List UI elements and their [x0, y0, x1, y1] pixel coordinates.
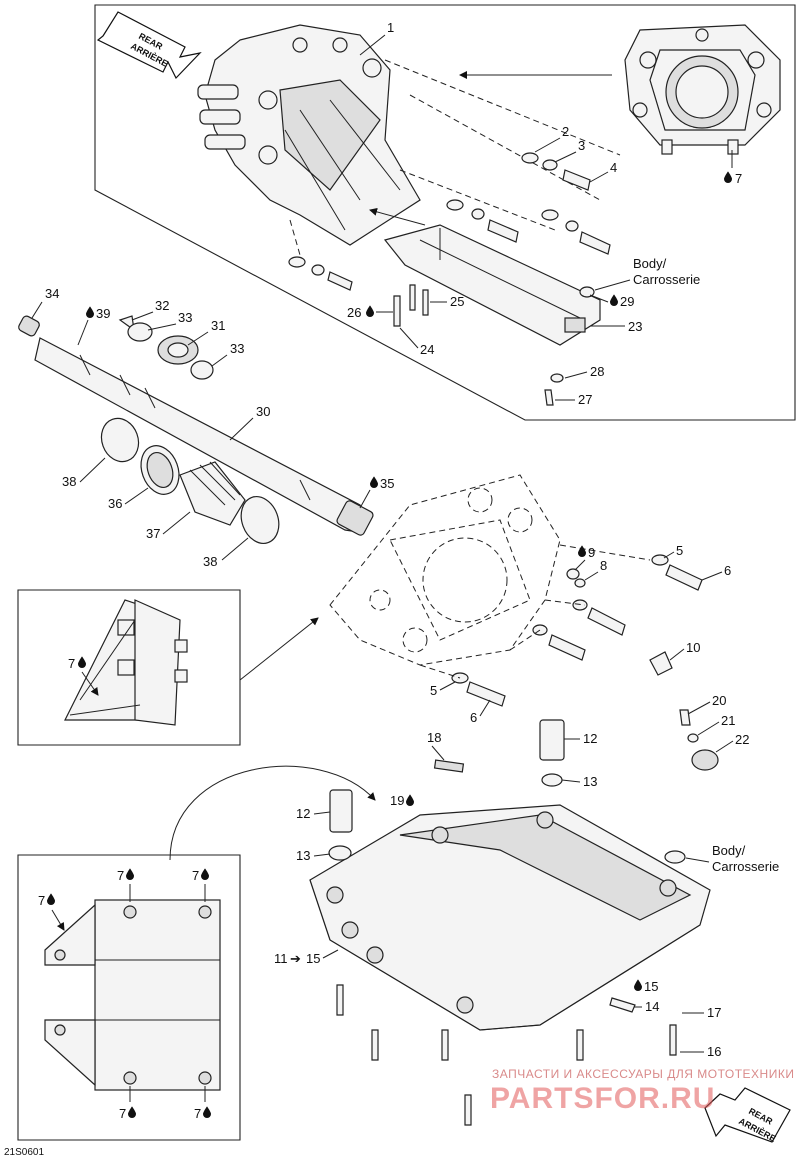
body-label-bottom: Body/: [712, 843, 746, 858]
callout-37: 37: [146, 526, 160, 541]
callout-29: 29: [620, 294, 634, 309]
callout-22: 22: [735, 732, 749, 747]
callout-2: 2: [562, 124, 569, 139]
callout-10: 10: [686, 640, 700, 655]
callout-17: 17: [707, 1005, 721, 1020]
callout-7-inset-b1: 7: [117, 868, 124, 883]
callout-1: 1: [387, 20, 394, 35]
carrosserie-label-bottom: Carrosserie: [712, 859, 779, 874]
hull-insert-phantom: [329, 474, 561, 666]
ride-plate: [309, 804, 711, 1031]
callout-11: 11: [274, 951, 288, 966]
callout-30: 30: [256, 404, 270, 419]
callout-36: 36: [108, 496, 122, 511]
callout-33-b: 33: [230, 341, 244, 356]
callout-32: 32: [155, 298, 169, 313]
callout-9: 9: [588, 545, 595, 560]
part-30-drive-shaft: [18, 315, 374, 536]
callout-13-b: 13: [296, 848, 310, 863]
inset-bottom-plate: [44, 899, 221, 1091]
ride-plate-holes: [326, 811, 677, 1014]
callout-16: 16: [707, 1044, 721, 1059]
callout-20: 20: [712, 693, 726, 708]
callout-19: 19: [390, 793, 404, 808]
inset-middle-housing: [64, 599, 188, 726]
callout-39: 39: [96, 306, 110, 321]
rear-direction-arrow-bottom: REAR ARRIÈRE: [704, 1087, 791, 1144]
callout-4: 4: [610, 160, 617, 175]
inset-frame-bottom: [17, 854, 241, 1141]
carrosserie-label-top: Carrosserie: [633, 272, 700, 287]
callout-13-a: 13: [583, 774, 597, 789]
watermark-tagline: ЗАПЧАСТИ И АКСЕССУАРЫ ДЛЯ МОТОТЕХНИКИ: [492, 1067, 794, 1081]
callout-12-a: 12: [583, 731, 597, 746]
body-label-top: Body/: [633, 256, 667, 271]
callout-18: 18: [427, 730, 441, 745]
callout-31: 31: [211, 318, 225, 333]
callout-7-top: 7: [735, 171, 742, 186]
callout-5-a: 5: [676, 543, 683, 558]
callout-8: 8: [600, 558, 607, 573]
part-1-pump-housing: [197, 24, 421, 246]
callout-35: 35: [380, 476, 394, 491]
callout-24: 24: [420, 342, 434, 357]
part-37-boot: [179, 461, 246, 526]
callout-7-inset-mid: 7: [68, 656, 75, 671]
callout-5-b: 5: [430, 683, 437, 698]
callout-7-inset-b3: 7: [38, 893, 45, 908]
callout-12-b: 12: [296, 806, 310, 821]
callout-26: 26: [347, 305, 361, 320]
callout-38-a: 38: [62, 474, 76, 489]
callout-23: 23: [628, 319, 642, 334]
callout-3: 3: [578, 138, 585, 153]
part-23-support: [383, 224, 601, 346]
part-1-rear-view: [624, 24, 781, 155]
callout-28: 28: [590, 364, 604, 379]
callout-34: 34: [45, 286, 59, 301]
callout-33-a: 33: [178, 310, 192, 325]
diagram-code: 21S0601: [4, 1147, 44, 1158]
inset-frame-middle: [17, 589, 241, 746]
callout-14: 14: [645, 999, 659, 1014]
callout-38-b: 38: [203, 554, 217, 569]
top-frame: [94, 4, 796, 421]
callout-6-a: 6: [724, 563, 731, 578]
callout-6-b: 6: [470, 710, 477, 725]
callout-7-inset-b2: 7: [192, 868, 199, 883]
callout-15-b: 15: [644, 979, 658, 994]
rear-direction-arrow: REAR ARRIÈRE: [96, 11, 202, 80]
callout-15-a: 15: [306, 951, 320, 966]
watermark-logo: PARTSFOR.RU: [490, 1082, 715, 1115]
callout-7-inset-b4: 7: [119, 1106, 126, 1121]
callout-7-inset-b5: 7: [194, 1106, 201, 1121]
callout-11-arrow: ➔: [290, 951, 301, 966]
callout-21: 21: [721, 713, 735, 728]
callout-27: 27: [578, 392, 592, 407]
callout-25: 25: [450, 294, 464, 309]
